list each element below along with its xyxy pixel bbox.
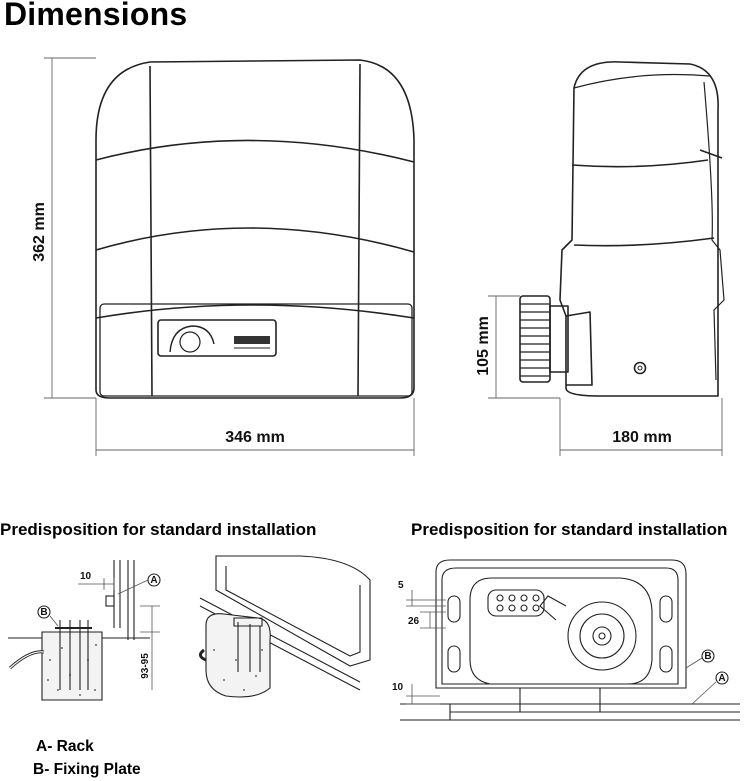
left-dim-10-label: 10: [80, 571, 92, 582]
base-height-dimension-label: 105 mm: [475, 316, 492, 376]
front-view: [95, 59, 415, 399]
left-callout-a: A: [150, 575, 157, 586]
right-callout-b: B: [704, 651, 711, 662]
right-callout-a: A: [718, 673, 725, 684]
legend-rack: A- Rack: [36, 738, 94, 755]
side-view: [519, 61, 725, 397]
left-installation-heading: Predisposition for standard installation: [0, 520, 317, 539]
page-title: Dimensions: [4, 0, 188, 32]
installation-diagram-left: [8, 560, 161, 701]
legend-fixing-plate: B- Fixing Plate: [33, 761, 141, 778]
depth-dimension-label: 180 mm: [612, 429, 672, 446]
installation-diagram-right: [400, 559, 740, 721]
width-dimension-label: 346 mm: [225, 429, 285, 446]
right-dim-5-label: 5: [398, 580, 404, 591]
height-dimension-label: 362 mm: [31, 202, 48, 262]
left-dim-93-95-label: 93-95: [140, 653, 151, 679]
left-callout-b: B: [40, 607, 47, 618]
right-dim-26-label: 26: [408, 616, 420, 627]
installation-perspective-view: [199, 555, 371, 698]
right-installation-heading: Predisposition for standard installation: [411, 520, 728, 539]
right-dim-10-label: 10: [392, 682, 404, 693]
